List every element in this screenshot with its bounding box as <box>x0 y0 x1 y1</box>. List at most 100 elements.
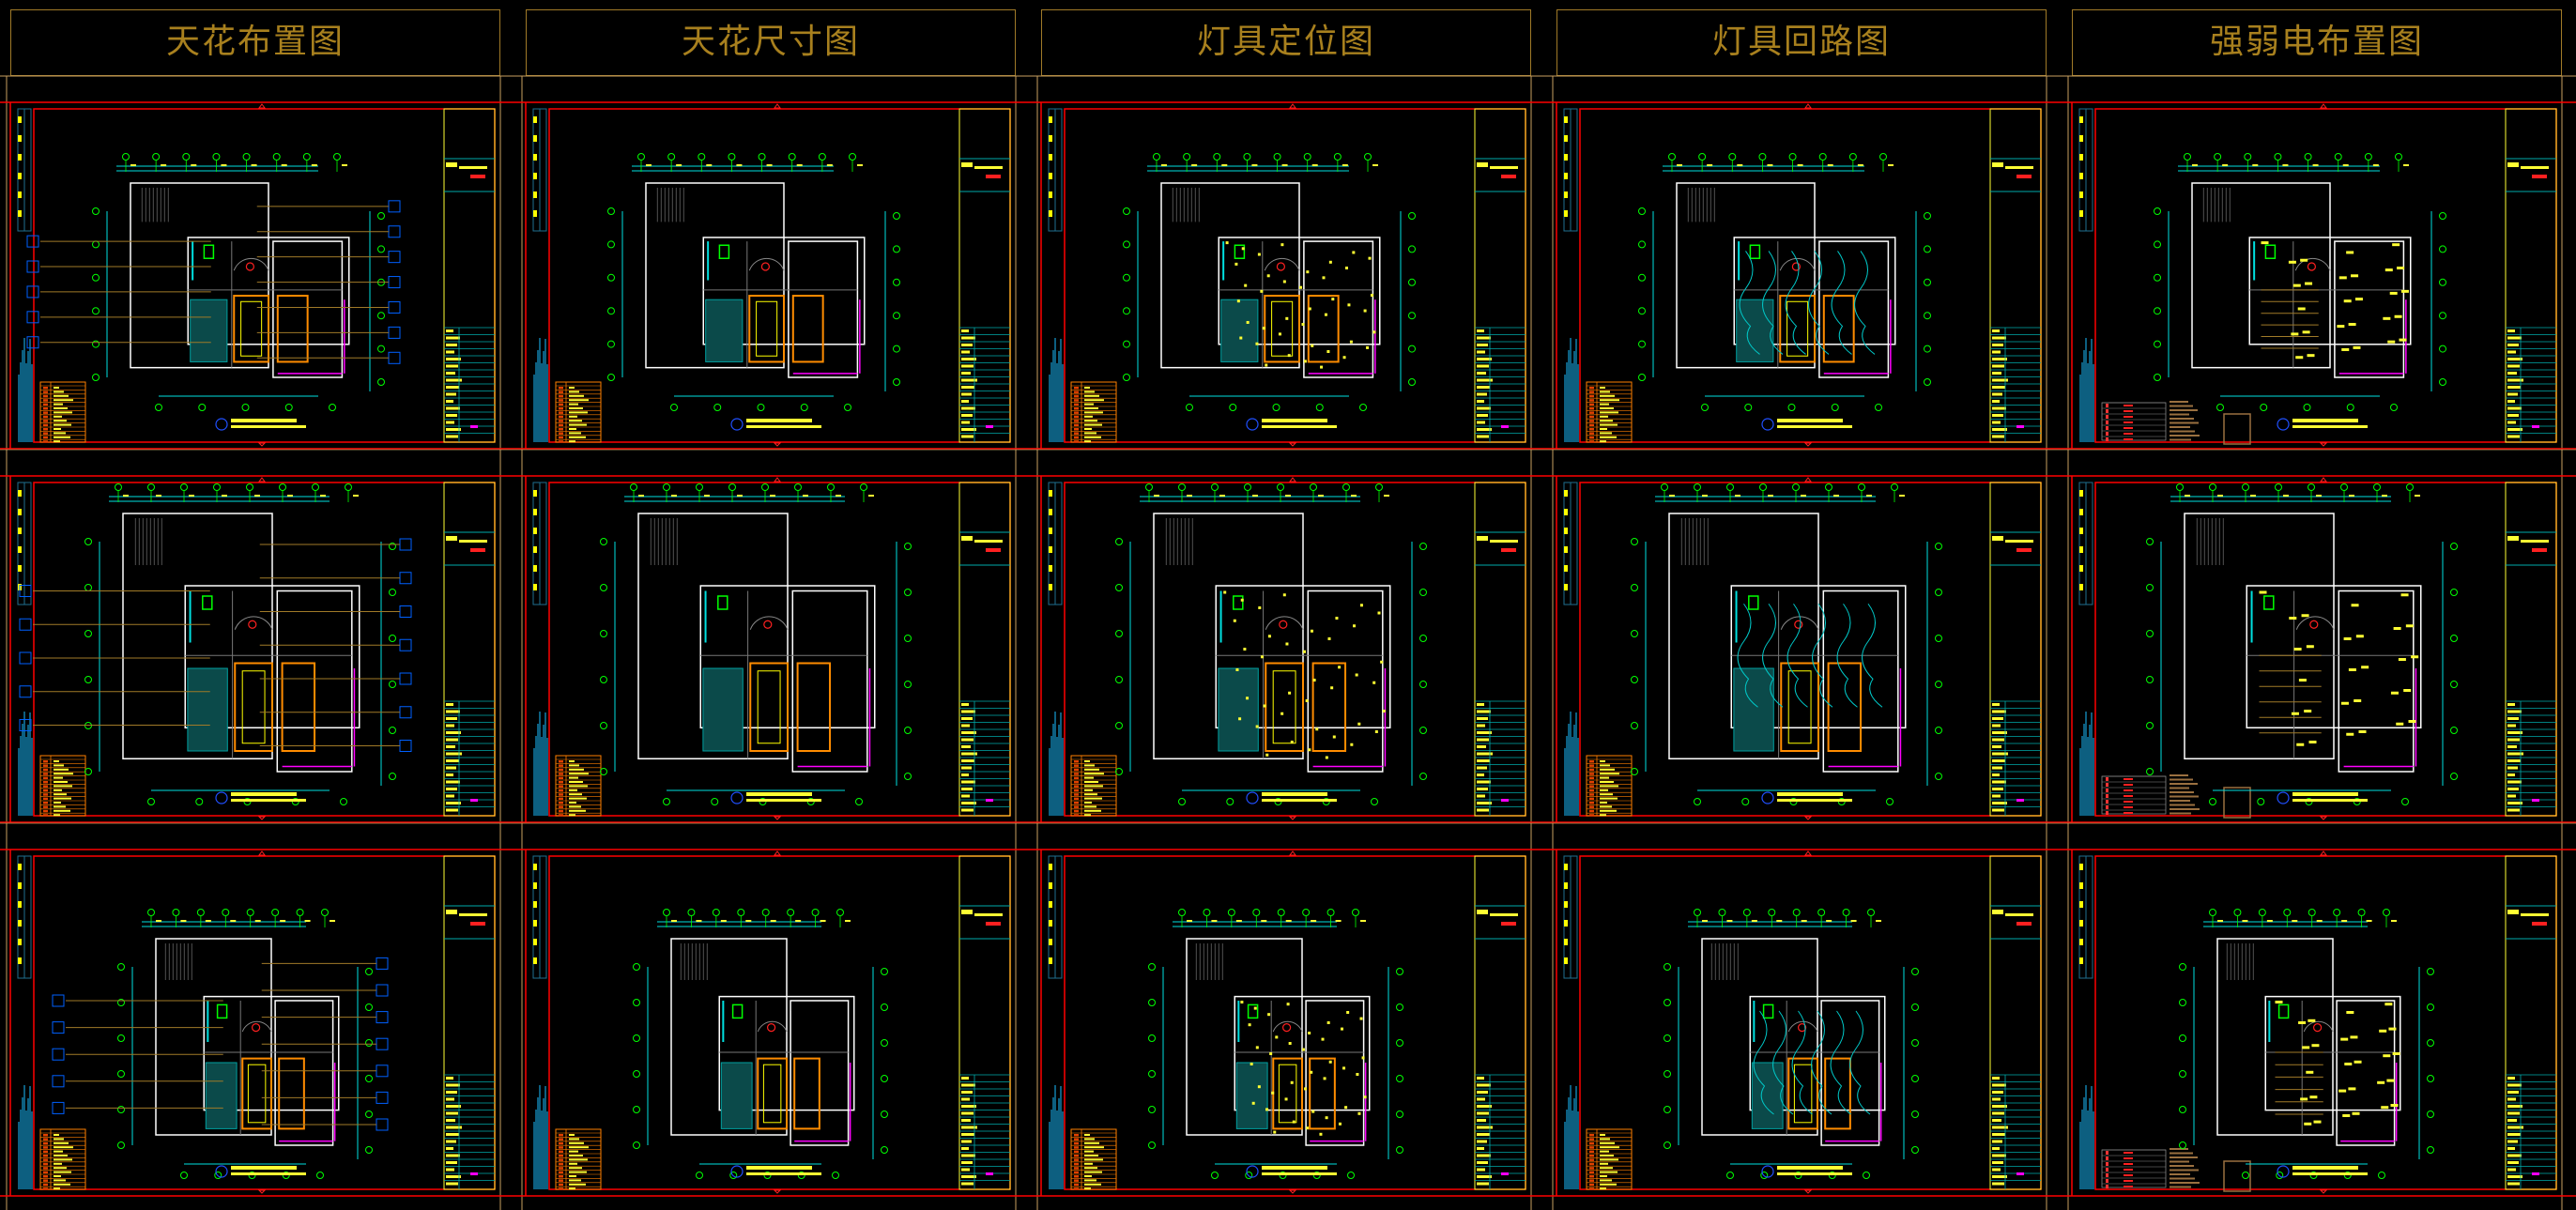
axis-bubble <box>2258 909 2266 916</box>
drawing-sheet-2-1[interactable] <box>1040 476 1526 822</box>
binding-strip <box>532 108 547 232</box>
logo-bar <box>1058 351 1060 442</box>
tb-text <box>1992 400 2000 403</box>
axis-bubble <box>1227 909 1235 916</box>
electrical-label <box>2306 645 2314 649</box>
material-tag <box>52 1075 65 1088</box>
drawing-sheet-0-0[interactable] <box>9 102 496 449</box>
tb-text <box>2507 1111 2520 1115</box>
tb-text <box>1477 400 1484 403</box>
drawing-sheet-3-1[interactable] <box>1556 476 2042 822</box>
logo-bar <box>1572 363 1573 442</box>
dimension-text <box>304 920 311 922</box>
drawing-caption <box>215 791 306 804</box>
tb-text <box>961 766 972 770</box>
dimension-text <box>1866 495 1872 497</box>
drawing-sheet-4-1[interactable] <box>2071 476 2557 822</box>
legend-text <box>54 764 64 767</box>
light-fixture <box>1260 655 1264 659</box>
tb-text <box>961 386 974 389</box>
ceiling-tray <box>796 662 832 752</box>
drawing-sheet-3-2[interactable] <box>1556 850 2042 1196</box>
light-fixture <box>1355 673 1358 677</box>
axis-bubble <box>389 681 396 688</box>
electrical-label <box>2346 1011 2354 1014</box>
axis-bubble <box>377 378 385 386</box>
legend-frame <box>1586 755 1633 817</box>
light-fixture <box>1280 712 1284 715</box>
logo-bar <box>1049 1122 1050 1189</box>
legend-symbol <box>43 789 48 792</box>
drawing-sheet-0-2[interactable] <box>9 850 496 1196</box>
tb-text <box>1477 802 1492 804</box>
legend-text <box>1600 1167 1613 1170</box>
strip-mark <box>1564 509 1568 515</box>
tb-text <box>459 166 487 169</box>
tb-text <box>1992 1147 2000 1150</box>
tb-text <box>2507 710 2522 713</box>
axis-bubble <box>222 909 230 916</box>
drawing-sheet-1-1[interactable] <box>525 476 1011 822</box>
logo-graphic <box>1564 338 1579 442</box>
dimension-text <box>1827 164 1833 166</box>
drawing-sheet-4-2[interactable] <box>2071 850 2557 1196</box>
light-fixture <box>1315 728 1319 731</box>
logo-bar <box>20 736 22 816</box>
tb-text <box>446 1097 454 1101</box>
drawing-sheet-2-0[interactable] <box>1040 102 1526 449</box>
axis-bubble <box>2357 909 2366 916</box>
legend-text <box>54 1141 69 1144</box>
tb-text <box>1477 392 1487 396</box>
legend-symbol <box>2106 789 2108 792</box>
distribution-box <box>2223 1160 2251 1192</box>
axis-bubble <box>1203 909 1211 916</box>
drawing-sheet-1-0[interactable] <box>525 102 1011 449</box>
spiral-stair <box>2295 616 2335 630</box>
spiral-stair <box>1272 1020 1303 1033</box>
drawing-sheet-4-0[interactable] <box>2071 102 2557 449</box>
strip-mark <box>2079 191 2083 198</box>
logo-bar <box>2079 375 2081 442</box>
title-block <box>1474 855 1526 1190</box>
legend-symbol <box>43 1158 48 1161</box>
drawing-sheet-1-2[interactable] <box>525 850 1011 1196</box>
drawing-caption <box>2277 791 2368 804</box>
axis-bubble <box>172 909 180 916</box>
logo-bar <box>533 1122 535 1189</box>
drawing-sheet-0-1[interactable] <box>9 476 496 822</box>
legend-text <box>1084 436 1101 438</box>
axis-bubble <box>2450 773 2458 780</box>
legend-frame <box>1070 1128 1117 1190</box>
legend-text <box>2124 1174 2133 1176</box>
strip-mark <box>1564 864 1568 870</box>
drawing-sheet-3-0[interactable] <box>1556 102 2042 449</box>
legend-note <box>2170 1160 2189 1163</box>
caption-scale <box>1262 425 1337 428</box>
inner-frame <box>33 108 496 443</box>
light-fixture <box>1349 340 1353 344</box>
strip-mark <box>1564 939 1568 945</box>
dimension-text <box>1351 495 1357 497</box>
logo-bar <box>537 724 539 816</box>
tb-text <box>1477 350 1485 354</box>
axis-bubble <box>1935 543 1942 550</box>
tb-text <box>961 773 969 776</box>
tb-text <box>1992 802 2007 804</box>
light-fixture <box>1250 1063 1253 1065</box>
floor-plan <box>1123 153 1416 411</box>
distribution-box <box>2223 787 2251 819</box>
dimension-text <box>287 495 293 497</box>
axis-bubble <box>196 909 205 916</box>
axis-bubble <box>600 538 607 545</box>
drawing-sheet-2-2[interactable] <box>1040 850 1526 1196</box>
axis-bubble <box>1213 153 1221 161</box>
legend-symbol <box>559 814 563 817</box>
logo-bar <box>2091 1086 2093 1189</box>
logo-bar <box>1060 339 1062 442</box>
legend-symbol <box>559 407 563 410</box>
light-fixture <box>1352 251 1356 254</box>
electrical-label <box>2313 1120 2322 1124</box>
dimension-text <box>676 164 682 166</box>
tb-text <box>961 1168 970 1172</box>
